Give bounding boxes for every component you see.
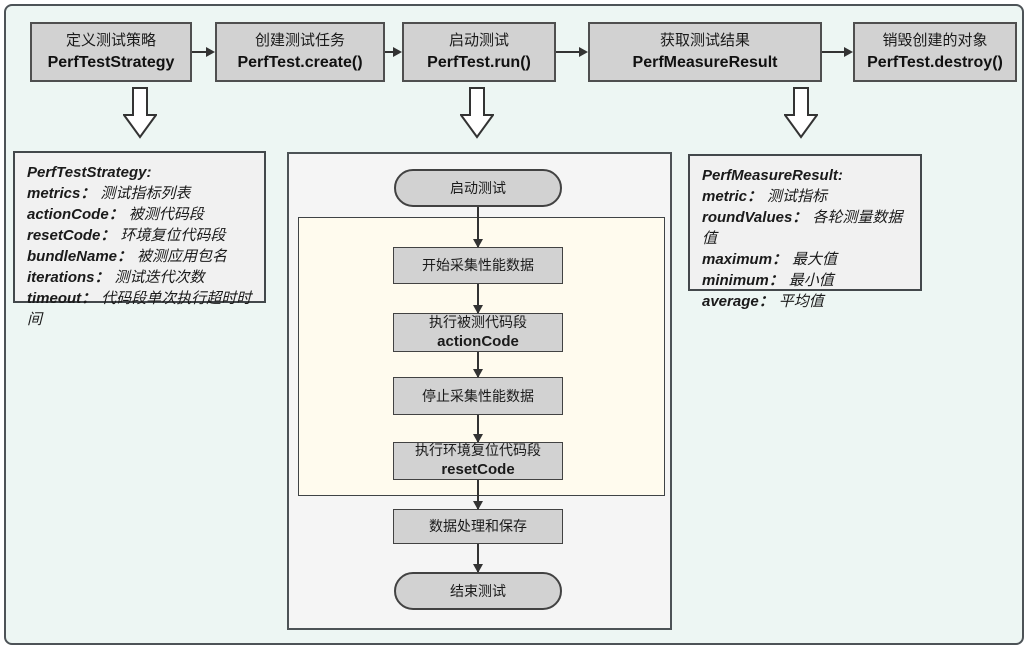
node-label: 开始采集性能数据 (422, 257, 534, 274)
node-label: 结束测试 (450, 583, 506, 599)
strategy-detail-panel: PerfTestStrategy: metrics：测试指标列表 actionC… (13, 151, 266, 328)
panel-field: bundleName：被测应用包名 (27, 248, 228, 265)
step-label: 获取测试结果 (659, 31, 750, 49)
flow-down-arrow-icon (473, 415, 483, 443)
flow-down-arrow-icon (473, 544, 483, 573)
panel-field: maximum：最大值 (702, 251, 838, 268)
flow-down-arrow-icon (473, 352, 483, 378)
step-code: PerfTestStrategy (47, 54, 175, 72)
node-label: 数据处理和保存 (429, 518, 527, 535)
end-test-node: 结束测试 (394, 572, 562, 610)
stop-collect-node: 停止采集性能数据 (393, 377, 563, 415)
panel-title: PerfMeasureResult: (702, 167, 843, 184)
node-code: resetCode (441, 461, 515, 479)
top-step-get-result: 获取测试结果 PerfMeasureResult (588, 22, 822, 82)
right-arrow-icon (385, 47, 402, 57)
node-label: 执行被测代码段 (429, 313, 527, 330)
right-arrow-icon (556, 47, 588, 57)
step-label: 定义测试策略 (65, 31, 156, 49)
down-arrow-icon (123, 87, 157, 139)
run-reset-code-node: 执行环境复位代码段 resetCode (393, 442, 563, 480)
panel-field: timeout：代码段单次执行超时时间 (27, 290, 252, 328)
node-label: 执行环境复位代码段 (415, 442, 541, 459)
panel-field: iterations：测试迭代次数 (27, 269, 205, 286)
panel-field: roundValues：各轮测量数据值 (702, 209, 903, 247)
panel-field: metrics：测试指标列表 (27, 185, 191, 202)
right-arrow-icon (192, 47, 215, 57)
panel-field: resetCode：环境复位代码段 (27, 227, 226, 244)
process-save-data-node: 数据处理和保存 (393, 509, 563, 544)
panel-field: actionCode：被测代码段 (27, 206, 204, 223)
flow-down-arrow-icon (473, 284, 483, 314)
panel-field: minimum：最小值 (702, 272, 834, 289)
down-arrow-icon (460, 87, 494, 139)
top-step-run-test: 启动测试 PerfTest.run() (402, 22, 556, 82)
flow-down-arrow-icon (473, 207, 483, 248)
step-code: PerfTest.run() (427, 54, 531, 72)
right-arrow-icon (822, 47, 853, 57)
top-step-destroy: 销毁创建的对象 PerfTest.destroy() (853, 22, 1017, 82)
step-code: PerfMeasureResult (632, 54, 778, 72)
node-label: 停止采集性能数据 (422, 387, 534, 404)
step-label: 销毁创建的对象 (882, 31, 988, 49)
flow-down-arrow-icon (473, 480, 483, 510)
top-step-define-strategy: 定义测试策略 PerfTestStrategy (30, 22, 192, 82)
panel-field: metric：测试指标 (702, 188, 828, 205)
result-detail-panel: PerfMeasureResult: metric：测试指标 roundValu… (688, 154, 922, 310)
start-test-node: 启动测试 (394, 169, 562, 207)
step-label: 创建测试任务 (254, 31, 345, 49)
panel-field: average：平均值 (702, 293, 824, 310)
run-action-code-node: 执行被测代码段 actionCode (393, 313, 563, 352)
step-code: PerfTest.destroy() (867, 54, 1003, 72)
down-arrow-icon (784, 87, 818, 139)
step-code: PerfTest.create() (237, 54, 363, 72)
panel-title: PerfTestStrategy: (27, 164, 152, 181)
node-code: actionCode (437, 332, 519, 350)
top-step-create-task: 创建测试任务 PerfTest.create() (215, 22, 385, 82)
step-label: 启动测试 (448, 31, 509, 49)
start-collect-node: 开始采集性能数据 (393, 247, 563, 284)
node-label: 启动测试 (450, 180, 506, 196)
run-flowchart-container: 启动测试 开始采集性能数据 执行被测代码段 actionCode 停止采集性能数… (287, 152, 672, 630)
